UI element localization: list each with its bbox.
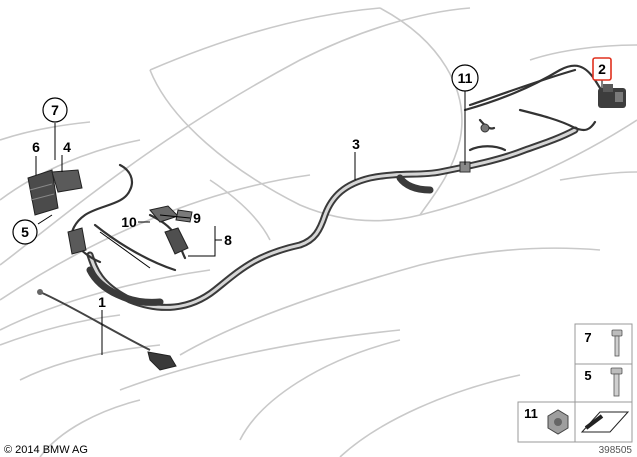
callout-1-label: 1: [98, 294, 106, 310]
callout-7: 7: [42, 97, 68, 123]
legend-7-label: 7: [584, 330, 591, 345]
diagram-number: 398505: [599, 445, 633, 456]
callout-11: 11: [451, 64, 479, 92]
positive-lead-wiring: [463, 64, 608, 152]
callout-11-label: 11: [458, 70, 473, 86]
parts-legend: 7 5 11: [517, 323, 633, 443]
callout-4: 4: [63, 139, 71, 155]
callout-10-label: 10: [121, 214, 137, 230]
callout-2-label: 2: [598, 61, 606, 77]
callout-7-label: 7: [51, 102, 59, 118]
battery-terminal: [598, 84, 626, 108]
bracket-parts: [27, 169, 193, 255]
ground-strap: [37, 289, 177, 371]
footer: © 2014 BMW AG 398505: [4, 444, 632, 456]
callout-2: 2: [592, 57, 612, 81]
legend-row-7: 7: [584, 329, 623, 357]
callout-1: 1: [98, 294, 106, 310]
arrow-symbol-icon: [580, 411, 630, 433]
legend-5-label: 5: [584, 368, 591, 383]
callout-6: 6: [32, 139, 40, 155]
callout-3: 3: [352, 136, 360, 152]
bolt-icon: [611, 329, 623, 357]
callout-4-label: 4: [63, 139, 71, 155]
callout-10: 10: [121, 214, 137, 230]
legend-11-label: 11: [524, 406, 538, 421]
legend-row-5: 5: [584, 367, 623, 397]
callout-8-label: 8: [224, 232, 232, 248]
callout-5: 5: [12, 219, 38, 245]
callout-3-label: 3: [352, 136, 360, 152]
copyright-text: © 2014 BMW AG: [4, 444, 88, 456]
nut-icon: [547, 409, 569, 435]
callout-6-label: 6: [32, 139, 40, 155]
callout-5-label: 5: [21, 224, 29, 240]
mounting-nut-pos: [459, 123, 490, 173]
screw-icon: [610, 367, 623, 397]
legend-row-11: 11: [524, 406, 630, 435]
car-body-outline: [0, 7, 637, 457]
callout-9: 9: [193, 210, 201, 226]
callout-9-label: 9: [193, 210, 201, 226]
battery-cable-main: [86, 126, 579, 311]
callout-8: 8: [224, 232, 232, 248]
leader-lines: [35, 80, 603, 355]
